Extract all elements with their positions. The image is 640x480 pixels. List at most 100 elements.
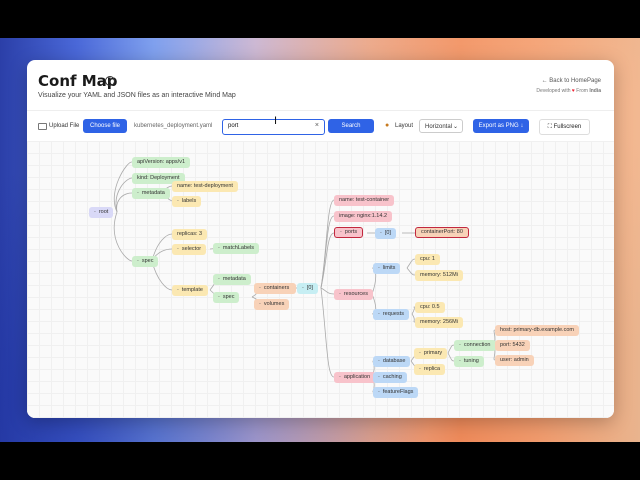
collapse-toggle[interactable]: -: [378, 389, 380, 395]
node-label: template: [181, 287, 203, 293]
collapse-toggle[interactable]: -: [177, 198, 179, 204]
collapse-toggle[interactable]: -: [177, 246, 179, 252]
node-label: containers: [263, 285, 290, 291]
node-selector[interactable]: -selector: [172, 244, 207, 255]
node-tuning[interactable]: -tuning: [454, 356, 484, 367]
text-cursor-icon: I: [274, 115, 278, 127]
collapse-toggle[interactable]: -: [259, 285, 261, 291]
chevron-down-icon: ⌄: [452, 124, 458, 130]
node-container-0[interactable]: -[0]: [297, 283, 318, 294]
collapse-toggle[interactable]: -: [177, 287, 179, 293]
node-container-image[interactable]: image: nginx:1.14.2: [334, 211, 393, 222]
collapse-toggle[interactable]: -: [419, 366, 421, 372]
node-name-deployment[interactable]: name: test-deployment: [172, 181, 238, 192]
node-label: primary: [423, 350, 443, 356]
collapse-toggle[interactable]: -: [259, 301, 261, 307]
collapse-toggle[interactable]: -: [137, 258, 139, 264]
node-application[interactable]: -application: [334, 372, 376, 383]
edge: [114, 211, 133, 262]
node-label: spec: [222, 294, 235, 300]
export-png-button[interactable]: Export as PNG ↓: [473, 119, 529, 133]
node-root[interactable]: -root: [89, 207, 114, 218]
node-memory-limit[interactable]: memory: 512Mi: [415, 270, 463, 281]
bottom-letterbox: [0, 442, 640, 480]
node-host[interactable]: host: primary-db.example.com: [495, 325, 579, 336]
edge: [411, 313, 416, 323]
collapse-toggle[interactable]: -: [378, 311, 380, 317]
node-cpu-limit[interactable]: cpu: 1: [415, 254, 440, 265]
credit-place: India: [589, 88, 601, 94]
collapse-toggle[interactable]: -: [378, 374, 380, 380]
edge: [406, 258, 416, 269]
node-ports-0[interactable]: -[0]: [375, 228, 396, 239]
node-cpu-request[interactable]: cpu: 0.5: [415, 302, 445, 313]
node-requests[interactable]: -requests: [373, 309, 409, 320]
node-template-metadata[interactable]: -metadata: [213, 274, 251, 285]
edge: [411, 306, 416, 315]
node-label: volumes: [263, 301, 285, 307]
search-field[interactable]: ×: [222, 119, 325, 135]
node-template[interactable]: -template: [172, 285, 208, 296]
node-ports[interactable]: -ports: [334, 227, 364, 238]
node-label: metadata: [141, 190, 165, 196]
node-port[interactable]: port: 5432: [495, 340, 530, 351]
node-volumes[interactable]: -volumes: [254, 299, 290, 310]
palette-icon: ●: [385, 122, 390, 129]
collapse-toggle[interactable]: -: [380, 230, 382, 236]
top-letterbox: [0, 0, 640, 38]
node-primary[interactable]: -primary: [414, 348, 448, 359]
collapse-toggle[interactable]: -: [218, 276, 220, 282]
node-container-name[interactable]: name: test-container: [334, 195, 395, 206]
node-metadata[interactable]: -metadata: [132, 188, 170, 199]
info-icon[interactable]: i: [105, 76, 115, 86]
node-matchlabels[interactable]: -matchLabels: [213, 243, 260, 254]
node-label: caching: [382, 374, 402, 380]
mind-map-canvas[interactable]: apiVersion: apps/v1 kind: Deployment -me…: [27, 141, 614, 418]
node-replica[interactable]: -replica: [414, 364, 446, 375]
clear-search-icon[interactable]: ×: [314, 122, 319, 129]
node-featureflags[interactable]: -featureFlags: [373, 387, 419, 398]
node-connection[interactable]: -connection: [454, 340, 496, 351]
edge: [320, 287, 335, 295]
search-button[interactable]: Search: [328, 119, 374, 133]
collapse-toggle[interactable]: -: [339, 291, 341, 297]
collapse-toggle[interactable]: -: [419, 350, 421, 356]
collapse-toggle[interactable]: -: [378, 265, 380, 271]
node-labels[interactable]: -labels: [172, 196, 202, 207]
node-user[interactable]: user: admin: [495, 355, 534, 366]
node-caching[interactable]: -caching: [373, 372, 407, 383]
search-input[interactable]: [228, 123, 308, 129]
node-replicas[interactable]: replicas: 3: [172, 229, 208, 240]
collapse-toggle[interactable]: -: [378, 358, 380, 364]
node-database[interactable]: -database: [373, 356, 411, 367]
collapse-toggle[interactable]: -: [218, 245, 220, 251]
node-spec[interactable]: -spec: [132, 256, 159, 267]
node-apiversion[interactable]: apiVersion: apps/v1: [132, 157, 191, 168]
collapse-toggle[interactable]: -: [459, 342, 461, 348]
collapse-toggle[interactable]: -: [218, 294, 220, 300]
node-label: connection: [463, 342, 491, 348]
collapse-toggle[interactable]: -: [340, 229, 342, 235]
collapse-toggle[interactable]: -: [459, 358, 461, 364]
layout-select[interactable]: Horizontal ⌄: [419, 119, 463, 133]
choose-file-button[interactable]: Choose file: [83, 119, 127, 133]
upload-file-label: Upload File: [49, 123, 80, 129]
collapse-toggle[interactable]: -: [137, 190, 139, 196]
node-limits[interactable]: -limits: [373, 263, 401, 274]
collapse-toggle[interactable]: -: [94, 209, 96, 215]
node-label: application: [343, 374, 371, 380]
node-containerport[interactable]: containerPort: 80: [415, 227, 469, 238]
node-label: replica: [423, 366, 441, 372]
node-memory-request[interactable]: memory: 256Mi: [415, 317, 463, 328]
node-template-spec[interactable]: -spec: [213, 292, 240, 303]
node-resources[interactable]: -resources: [334, 289, 373, 300]
node-containers[interactable]: -containers: [254, 283, 296, 294]
edge: [447, 344, 455, 354]
node-label: matchLabels: [222, 245, 255, 251]
node-label: root: [98, 209, 109, 215]
node-kind[interactable]: kind: Deployment: [132, 173, 185, 184]
fullscreen-button[interactable]: ⛶ Fullscreen: [539, 119, 590, 135]
collapse-toggle[interactable]: -: [339, 374, 341, 380]
collapse-toggle[interactable]: -: [302, 285, 304, 291]
back-to-homepage-link[interactable]: ← Back to HomePage: [541, 78, 601, 84]
